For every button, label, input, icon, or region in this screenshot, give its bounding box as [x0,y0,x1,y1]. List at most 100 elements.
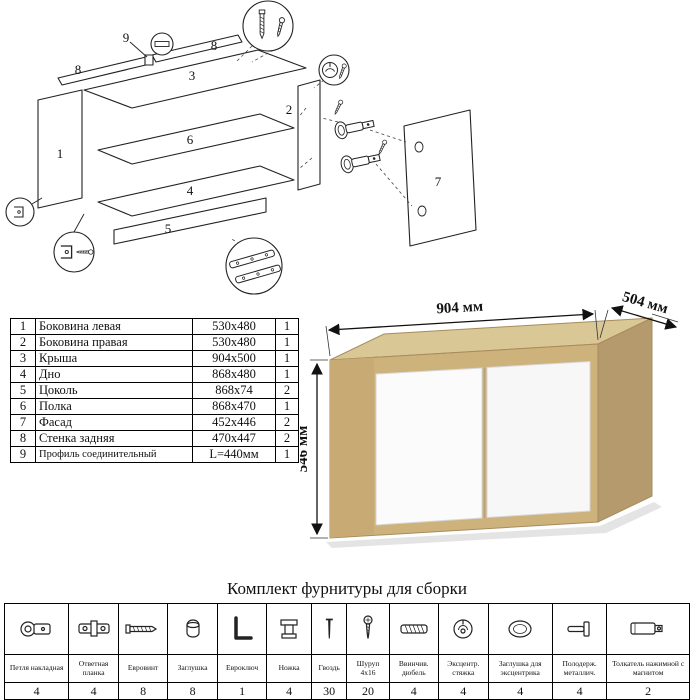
hardware-kit-title: Комплект фурнитуры для сборки [227,579,467,598]
part-label-8b: 8 [211,38,218,53]
part-label-2: 2 [286,102,293,117]
part-label-8a: 8 [75,62,82,77]
fastener-callout-bracket-large [53,231,95,273]
fastener-callout-confirmat [242,0,294,52]
part-qty: 2 [275,430,299,447]
foot-icon [280,619,298,639]
hardware-item-name: Гвоздь [311,655,347,683]
table-row: 1 Боковина левая 530x480 1 [10,318,299,335]
hardware-item: Полодерж. металлич. 4 [552,604,608,699]
exploded-assembly-diagram: 1 2 3 4 5 6 7 8 8 9 [5,0,477,295]
top-panel [83,49,307,109]
shelf-support-icon [567,621,590,637]
part-number: 8 [10,430,36,447]
part-label-3: 3 [189,68,196,83]
nail-icon [325,618,333,639]
width-dimension-label: 904 мм [436,299,484,318]
bottom-panel [97,165,295,217]
hardware-item-name: Толкатель нажимной с магнитом [607,655,689,683]
hardware-kit-table: Петля накладная 4 Ответная планка 4 [4,603,690,700]
fastener-callout-camlock [318,54,350,86]
part-size: 530x480 [192,318,276,335]
table-row: 3 Крыша 904x500 1 [10,350,299,367]
cam-cap-icon [508,620,532,638]
cabinet-left-edge [330,357,374,538]
hardware-item: Петля накладная 4 [5,604,70,699]
fastener-callout-bracket-small [5,197,35,227]
hardware-item: Гвоздь 30 [311,604,348,699]
part-size: 530x480 [192,334,276,351]
part-name: Цоколь [35,382,193,399]
hinge-detail [332,99,388,175]
ground-shadow [326,502,662,548]
part-size: 452x446 [192,414,276,431]
hardware-item-qty: 4 [460,683,467,698]
table-row: 6 Полка 868x470 1 [10,398,299,415]
plinth-panel [113,197,267,245]
part-size: 868x480 [192,366,276,383]
part-qty: 1 [275,334,299,351]
height-dimension-label: 546 мм [300,426,311,473]
hardware-item: Ответная планка 4 [69,604,119,699]
table-row: 2 Боковина правая 530x480 1 [10,334,299,351]
part-label-6: 6 [187,132,194,147]
part-number: 6 [10,398,36,415]
euroscrew-icon [125,624,158,634]
hinge-icon [20,621,51,637]
part-number: 2 [10,334,36,351]
table-row: 7 Фасад 452x446 2 [10,414,299,431]
hardware-item: Ввинчив. дюбель 4 [389,604,440,699]
part-name: Полка [35,398,193,415]
part-name: Фасад [35,414,193,431]
part-name: Дно [35,366,193,383]
part-number: 9 [10,446,36,463]
part-qty: 2 [275,414,299,431]
table-row: 4 Дно 868x480 1 [10,366,299,383]
part-label-7: 7 [435,174,442,189]
threaded-dowel-icon [400,624,428,634]
screw-icon [363,615,373,639]
part-label-9: 9 [123,30,130,45]
part-number: 4 [10,366,36,383]
part-qty: 1 [275,398,299,415]
part-size: L=440мм [192,446,276,463]
hinge-cup-hole [417,205,427,217]
fastener-callout-profiles [225,237,283,295]
hardware-item: Евровинт 8 [118,604,169,699]
part-label-4: 4 [187,183,194,198]
shelf-panel [97,113,295,165]
part-label-5: 5 [165,221,172,236]
connecting-profile [144,54,154,66]
part-size: 470x447 [192,430,276,447]
hardware-item: Заглушка для эксцентрика 4 [488,604,553,699]
hardware-item-name: Ввинчив. дюбель [389,655,439,683]
part-name: Боковина левая [35,318,193,335]
hardware-item-qty: 4 [33,683,40,698]
strike-plate-icon [77,620,110,637]
hardware-item-qty: 4 [90,683,97,698]
hardware-item-qty: 4 [410,683,417,698]
left-door [375,367,483,526]
hardware-item-name: Петля накладная [5,655,69,683]
hardware-item-qty: 8 [140,683,147,698]
cabinet-3d-view: 904 мм 504 мм 546 мм [300,289,679,548]
hardware-item-qty: 20 [362,683,375,698]
part-qty: 1 [275,318,299,335]
parts-table: 1 Боковина левая 530x480 1 2 Боковина пр… [10,318,299,463]
part-qty: 2 [275,382,299,399]
part-number: 1 [10,318,36,335]
right-door [486,360,591,519]
right-side-panel [297,79,321,191]
height-dimension: 546 мм [300,359,328,539]
part-number: 5 [10,382,36,399]
hardware-item-name: Ответная планка [69,655,118,683]
cam-lock-icon [453,619,473,639]
part-name: Профиль соединительный [35,446,193,463]
part-number: 3 [10,350,36,367]
hinge-cup-hole [414,141,424,153]
part-qty: 1 [275,446,299,463]
hardware-item-qty: 4 [286,683,293,698]
hardware-item: Эксцентр. стяжка 4 [439,604,489,699]
hardware-item-qty: 1 [239,683,246,698]
hardware-item-name: Эксцентр. стяжка [439,655,488,683]
